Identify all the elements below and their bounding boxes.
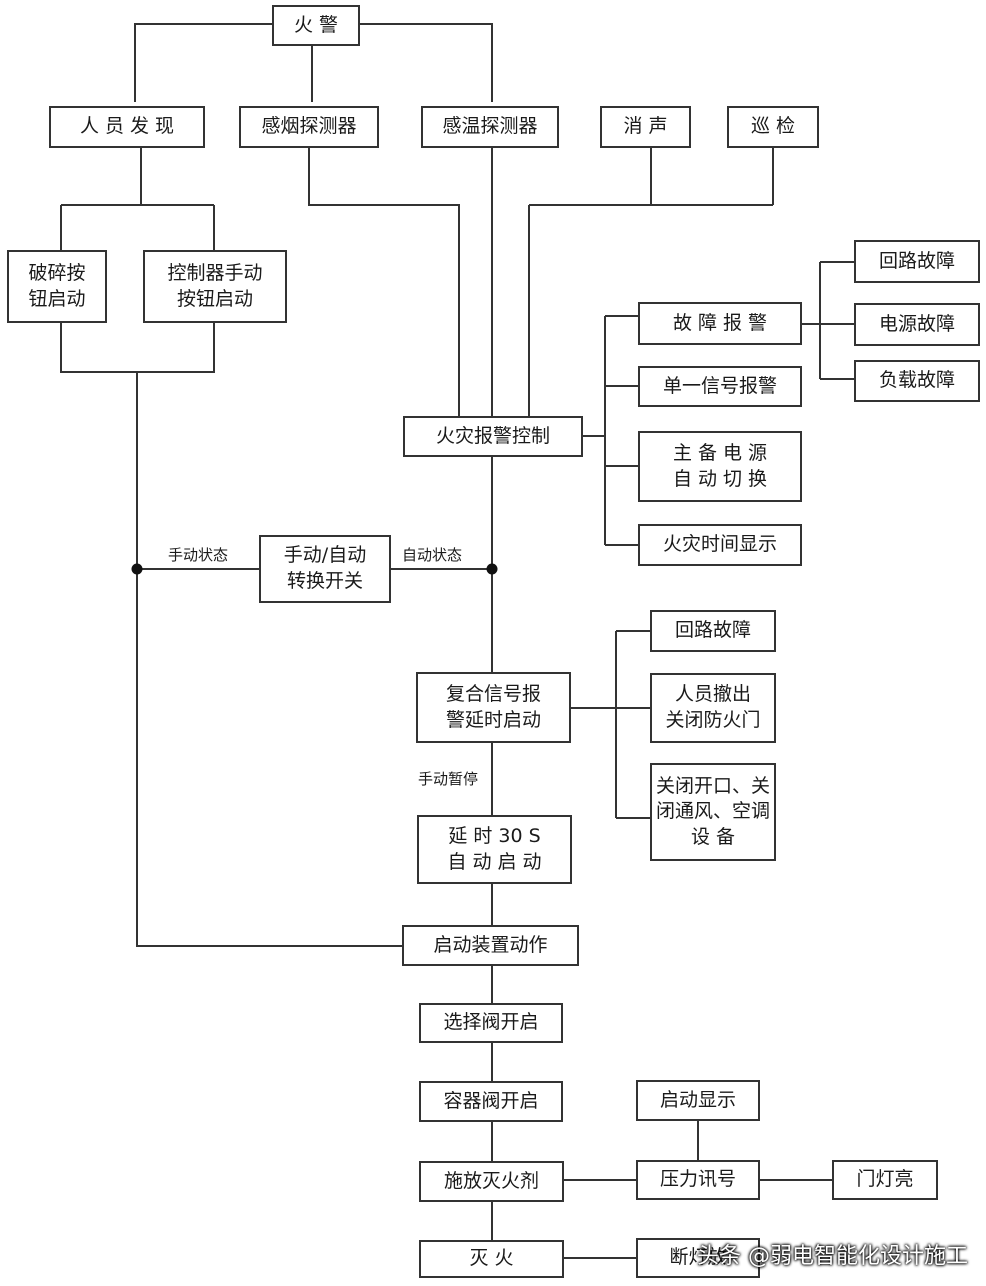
node-inspect: 巡 检 [727, 106, 819, 148]
node-break-button: 破碎按 钮启动 [7, 250, 107, 323]
node-mode-switch-text: 手动/自动 转换开关 [283, 544, 367, 592]
node-person-find-text: 人 员 发 现 [79, 115, 175, 138]
node-controller-manual-text: 控制器手动 按钮启动 [167, 261, 263, 310]
link-silence-inspect [528, 148, 774, 416]
node-extinguish: 灭 火 [419, 1240, 564, 1278]
node-power-fault-text: 电源故障 [878, 312, 955, 335]
node-select-valve-text: 选择阀开启 [443, 1011, 539, 1034]
node-select-valve: 选择阀开启 [419, 1003, 563, 1043]
node-break-button-text: 破碎按 钮启动 [28, 261, 86, 310]
node-door-light-text: 门灯亮 [856, 1168, 914, 1191]
node-mode-switch: 手动/自动 转换开关 [259, 535, 391, 603]
node-evacuate-text: 人员撤出 关闭防火门 [665, 683, 761, 731]
node-start-display-text: 启动显示 [659, 1088, 736, 1111]
node-loop-fault-1: 回路故障 [854, 240, 980, 283]
node-deflate: 断灯放 [636, 1238, 760, 1278]
link-person-to-manual [60, 148, 215, 250]
node-power-switch-text: 主 备 电 源 自 动 切 换 [672, 441, 768, 490]
node-temp-detector-text: 感温探测器 [442, 115, 538, 138]
node-composite-signal-text: 复合信号报 警延时启动 [445, 682, 541, 731]
node-load-fault-text: 负载故障 [878, 369, 955, 392]
node-loop-fault-2-text: 回路故障 [674, 619, 751, 642]
node-power-switch: 主 备 电 源 自 动 切 换 [638, 431, 802, 502]
node-container-valve-text: 容器阀开启 [443, 1089, 539, 1112]
node-load-fault: 负载故障 [854, 360, 980, 402]
node-composite-signal: 复合信号报 警延时启动 [416, 672, 571, 743]
junction-dot-auto [486, 563, 498, 575]
node-pressure-signal: 压力讯号 [636, 1160, 760, 1200]
node-delay-30s: 延 时 30 S 自 动 启 动 [417, 815, 572, 884]
label-manual-pause: 手动暂停 [418, 768, 479, 789]
node-container-valve: 容器阀开启 [419, 1081, 563, 1122]
node-fire-time: 火灾时间显示 [638, 524, 802, 566]
node-close-openings-text: 关闭开口、关 闭通风、空调 设 备 [655, 774, 770, 848]
node-silence-text: 消 声 [623, 115, 668, 138]
node-delay-30s-text: 延 时 30 S 自 动 启 动 [447, 824, 542, 873]
node-extinguish-text: 灭 火 [469, 1247, 514, 1270]
junction-dot-manual [131, 563, 143, 575]
watermark: 头条 @弱电智能化设计施工 [697, 1244, 968, 1269]
link-composite-fanout [571, 630, 650, 819]
node-pressure-signal-text: 压力讯号 [659, 1168, 736, 1191]
bus-fire-alarm [134, 23, 493, 102]
node-fire-alarm: 火 警 [272, 5, 360, 46]
node-fire-alarm-text: 火 警 [293, 13, 339, 36]
node-loop-fault-2: 回路故障 [650, 610, 776, 652]
node-inspect-text: 巡 检 [750, 115, 796, 138]
node-single-signal-text: 单一信号报警 [662, 374, 777, 397]
node-evacuate: 人员撤出 关闭防火门 [650, 673, 776, 743]
node-controller-manual: 控制器手动 按钮启动 [143, 250, 287, 323]
label-manual-state: 手动状态 [168, 544, 229, 565]
node-release-agent-text: 施放灭火剂 [443, 1169, 539, 1192]
node-start-display: 启动显示 [636, 1080, 760, 1121]
node-close-openings: 关闭开口、关 闭通风、空调 设 备 [650, 763, 776, 861]
node-deflate-text: 断灯放 [669, 1246, 727, 1269]
node-fault-alarm: 故 障 报 警 [638, 302, 802, 345]
link-manual-to-bus [60, 323, 402, 947]
node-fire-control: 火灾报警控制 [403, 416, 583, 457]
node-single-signal: 单一信号报警 [638, 366, 802, 407]
node-power-fault: 电源故障 [854, 303, 980, 346]
node-start-device-text: 启动装置动作 [433, 933, 548, 956]
node-fire-time-text: 火灾时间显示 [662, 533, 777, 556]
node-fire-control-text: 火灾报警控制 [435, 424, 550, 447]
node-smoke-detector: 感烟探测器 [239, 106, 379, 148]
node-loop-fault-1-text: 回路故障 [878, 249, 955, 272]
link-release-side [564, 1121, 832, 1181]
node-person-find: 人 员 发 现 [49, 106, 205, 148]
link-fault-fanout [802, 261, 854, 380]
node-release-agent: 施放灭火剂 [419, 1161, 564, 1202]
node-silence: 消 声 [600, 106, 691, 148]
node-fault-alarm-text: 故 障 报 警 [672, 311, 768, 334]
label-auto-state: 自动状态 [402, 544, 463, 565]
node-smoke-detector-text: 感烟探测器 [261, 115, 357, 138]
link-smoke [308, 148, 460, 416]
node-door-light: 门灯亮 [832, 1160, 938, 1200]
node-start-device: 启动装置动作 [402, 925, 579, 966]
link-control-fanout [583, 315, 638, 546]
node-temp-detector: 感温探测器 [421, 106, 559, 148]
